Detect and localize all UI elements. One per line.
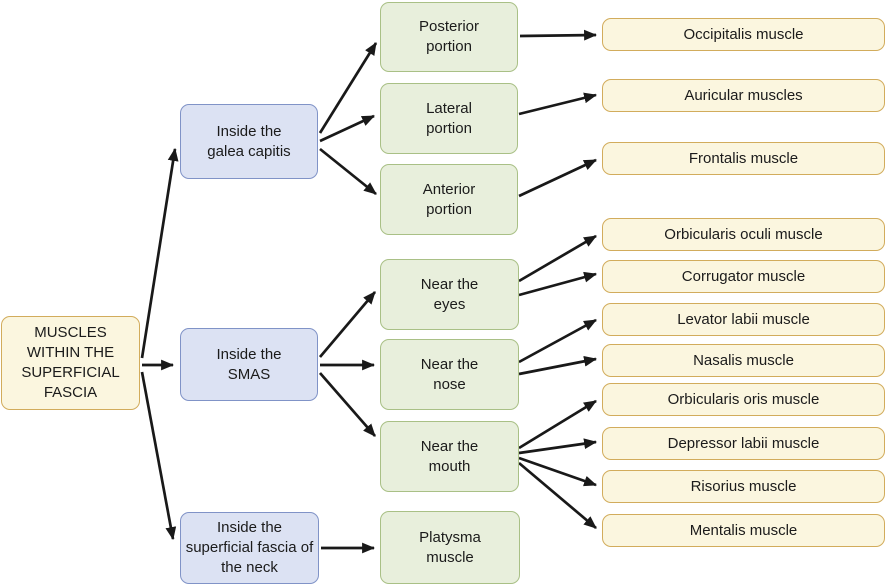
node-label: Levator labii muscle — [677, 310, 810, 328]
node-label: Auricular muscles — [684, 86, 803, 104]
node-label: Near the mouth — [420, 437, 479, 475]
arrow-lateral-to-auricular — [518, 92, 598, 116]
node-levator-labii-muscle: Levator labii muscle — [602, 303, 885, 336]
node-label: Mentalis muscle — [689, 521, 798, 539]
node-root-label: MUSCLES WITHIN THE SUPERFICIAL FASCIA — [21, 324, 120, 401]
node-inside-the-smas: Inside the SMAS — [180, 328, 318, 401]
node-orbicularis-oculi-muscle: Orbicularis oculi muscle — [602, 218, 885, 251]
arrow-mouth-to-depressor — [518, 438, 598, 455]
node-depressor-labii-muscle: Depressor labii muscle — [602, 427, 885, 460]
arrow-mouth-to-mentalis — [518, 461, 597, 530]
arrow-smas-to-eyes — [318, 291, 377, 358]
arrow-posterior-to-occipitalis — [519, 29, 598, 41]
arrow-smas-to-mouth — [318, 372, 377, 437]
arrow-galea-to-lateral — [319, 114, 375, 143]
arrow-galea-to-anterior — [319, 147, 377, 196]
node-label: Orbicularis oris muscle — [667, 390, 820, 408]
node-occipitalis-muscle: Occipitalis muscle — [602, 18, 885, 51]
node-label: Anterior portion — [422, 180, 476, 218]
node-inside-the-galea-capitis: Inside the galea capitis — [180, 104, 318, 179]
node-near-the-eyes: Near the eyes — [380, 259, 519, 330]
node-label: Inside the SMAS — [216, 345, 282, 383]
node-label: Inside the superficial fascia of the nec… — [185, 519, 314, 576]
node-anterior-portion: Anterior portion — [380, 164, 518, 235]
arrow-galea-to-posterior — [318, 42, 378, 134]
node-label: Lateral portion — [426, 99, 472, 137]
node-label: Orbicularis oculi muscle — [664, 225, 823, 243]
node-label: Depressor labii muscle — [667, 434, 820, 452]
node-label: Near the nose — [420, 355, 479, 393]
node-label: Posterior portion — [418, 18, 480, 55]
node-label: Frontalis muscle — [688, 149, 799, 167]
arrow-mouth-to-risorius — [518, 456, 598, 487]
arrow-nose-to-levator — [518, 318, 597, 364]
node-label: Occipitalis muscle — [683, 25, 804, 43]
arrow-root-to-galea — [140, 147, 179, 359]
node-inside-the-superficial-fascia-of-the-neck: Inside the superficial fascia of the nec… — [180, 512, 319, 584]
node-nasalis-muscle: Nasalis muscle — [602, 344, 885, 377]
node-frontalis-muscle: Frontalis muscle — [602, 142, 885, 175]
arrow-root-to-neck — [140, 371, 177, 541]
node-near-the-mouth: Near the mouth — [380, 421, 519, 492]
node-risorius-muscle: Risorius muscle — [602, 470, 885, 503]
node-near-the-nose: Near the nose — [380, 339, 519, 410]
arrow-nose-to-nasalis — [518, 355, 598, 376]
arrow-eyes-to-corrugator — [518, 271, 598, 297]
node-mentalis-muscle: Mentalis muscle — [602, 514, 885, 547]
node-orbicularis-oris-muscle: Orbicularis oris muscle — [602, 383, 885, 416]
node-root: MUSCLES WITHIN THE SUPERFICIAL FASCIA — [1, 316, 140, 410]
node-label: Nasalis muscle — [693, 351, 794, 369]
node-posterior-portion: Posterior portion — [380, 2, 518, 72]
node-label: Risorius muscle — [690, 477, 797, 495]
arrow-anterior-to-frontalis — [518, 158, 597, 198]
arrow-eyes-to-oculi — [518, 234, 597, 283]
node-label: Inside the galea capitis — [207, 122, 291, 160]
node-platysma-muscle: Platysma muscle — [380, 511, 520, 584]
node-label: Corrugator muscle — [681, 267, 806, 285]
node-lateral-portion: Lateral portion — [380, 83, 518, 154]
node-auricular-muscles: Auricular muscles — [602, 79, 885, 112]
node-corrugator-muscle: Corrugator muscle — [602, 260, 885, 293]
node-label: Near the eyes — [420, 275, 479, 313]
node-label: Platysma muscle — [419, 528, 481, 566]
arrow-mouth-to-oris — [518, 399, 597, 450]
